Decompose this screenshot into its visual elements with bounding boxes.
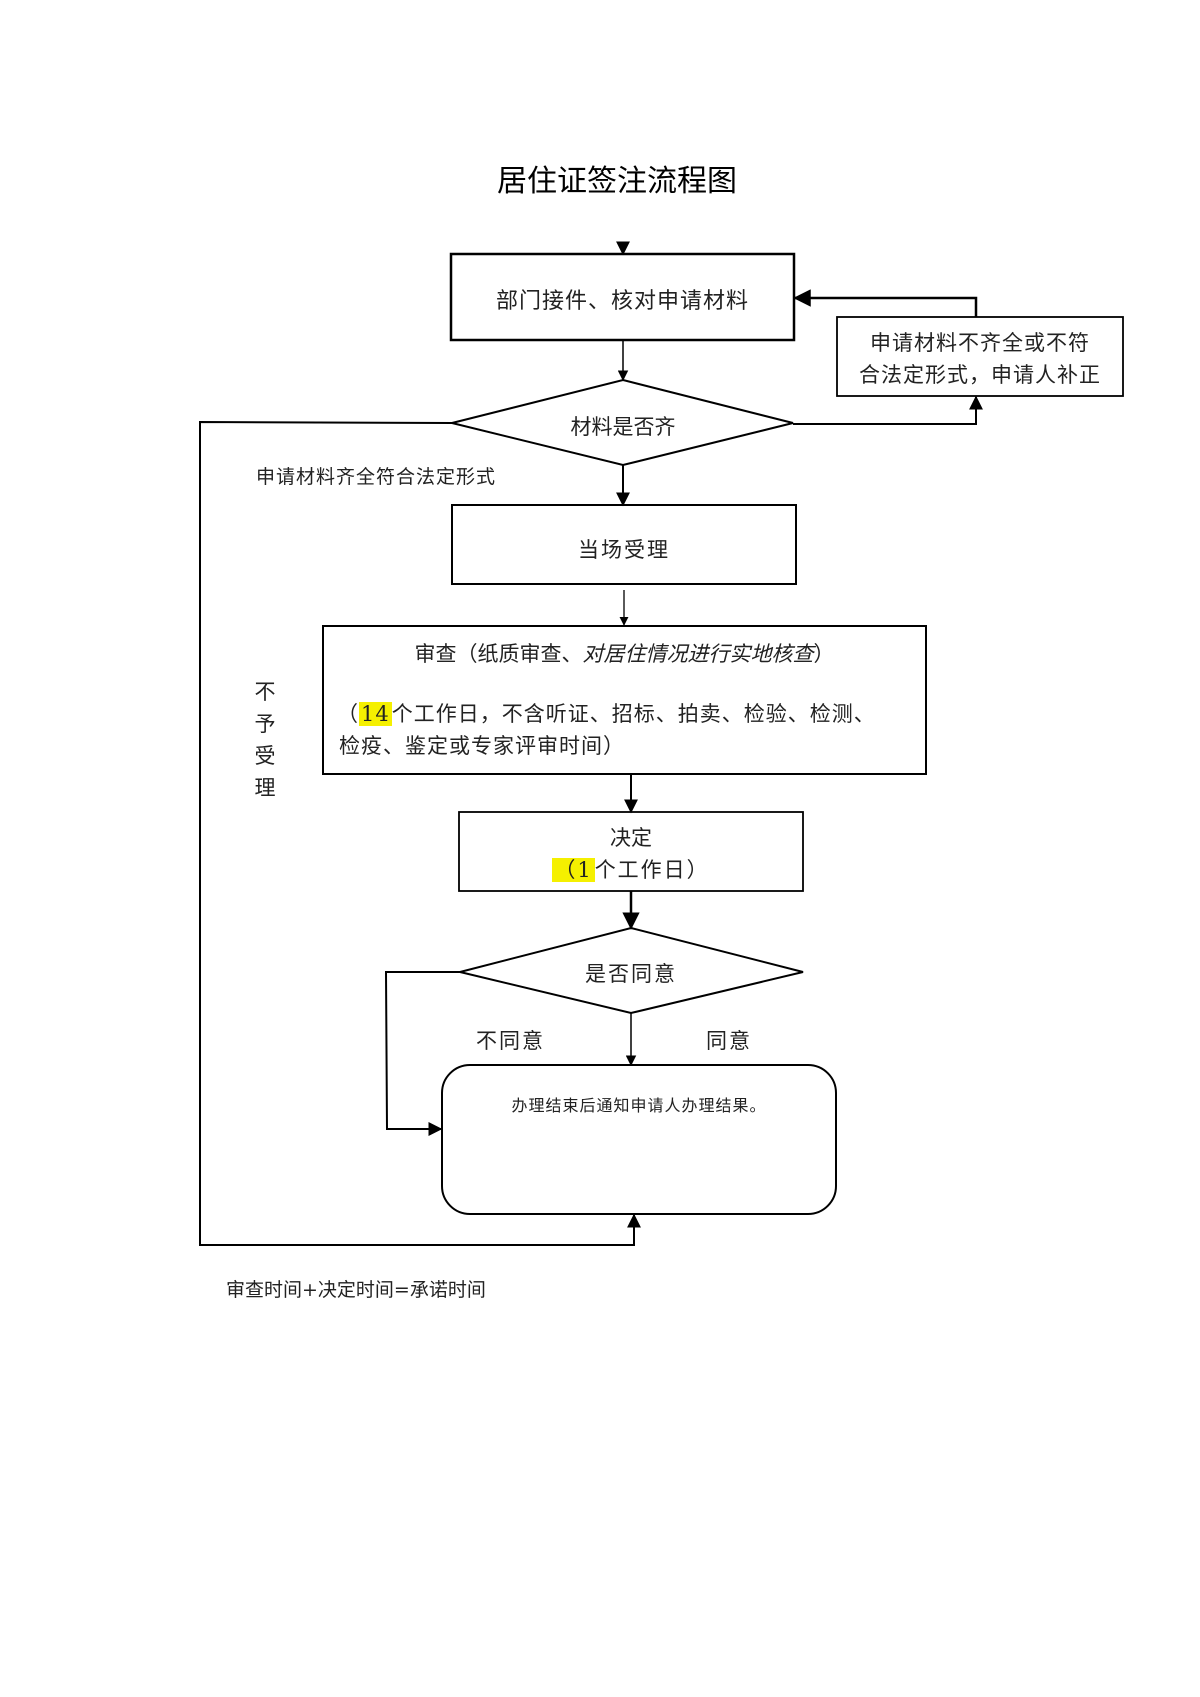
decision-days-line: （1个工作日） <box>552 858 710 882</box>
decision-title: 决定 <box>610 826 652 850</box>
review-days-highlight: 14 <box>359 702 392 726</box>
result-box-label: 办理结束后通知申请人办理结果。 <box>511 1096 767 1115</box>
supplement-line-2: 合法定形式，申请人补正 <box>859 363 1101 387</box>
review-line-2: （14个工作日，不含听证、招标、拍卖、检验、检测、 <box>337 702 876 726</box>
accept-box <box>451 504 797 585</box>
review-line-1: 审查（纸质审查、对居住情况进行实地核查） <box>323 638 926 670</box>
review-box <box>322 625 927 775</box>
review-paren-close: ） <box>813 642 835 666</box>
edge-label-reject: 不 予 受 理 <box>254 680 276 800</box>
edge-label-complete: 申请材料齐全符合法定形式 <box>256 466 497 488</box>
check-complete-label: 材料是否齐 <box>570 415 676 439</box>
edge-label-agree: 同意 <box>706 1029 752 1053</box>
decision-box-label: 决定 （1个工作日） <box>459 822 803 886</box>
edge-label-disagree: 不同意 <box>476 1029 545 1053</box>
receive-box-label: 部门接件、核对申请材料 <box>495 289 749 314</box>
decision-days-highlight: （1 <box>552 858 595 882</box>
result-box <box>441 1064 837 1215</box>
review-title: 审查（纸质审查、 <box>414 642 583 666</box>
supplement-box <box>836 316 1124 397</box>
accept-box-label: 当场受理 <box>578 538 670 562</box>
footer-note: 审查时间+决定时间=承诺时间 <box>226 1279 486 1301</box>
review-box-label: 审查（纸质审查、对居住情况进行实地核查） （14个工作日，不含听证、招标、拍卖、… <box>323 638 926 762</box>
review-onsite-check: 对居住情况进行实地核查 <box>582 642 814 666</box>
agree-check-label: 是否同意 <box>585 962 677 986</box>
arrow-supplement-to-receive <box>793 289 978 317</box>
arrow-check-to-supplement <box>793 395 983 425</box>
supplement-line-1: 申请材料不齐全或不符 <box>870 331 1090 355</box>
supplement-box-label: 申请材料不齐全或不符 合法定形式，申请人补正 <box>837 327 1123 391</box>
page-title: 居住证签注流程图 <box>497 164 737 199</box>
review-line-3: 检疫、鉴定或专家评审时间） <box>339 734 625 758</box>
arrow-reject-to-result <box>199 420 641 1246</box>
arrow-disagree-to-result <box>384 971 460 1136</box>
